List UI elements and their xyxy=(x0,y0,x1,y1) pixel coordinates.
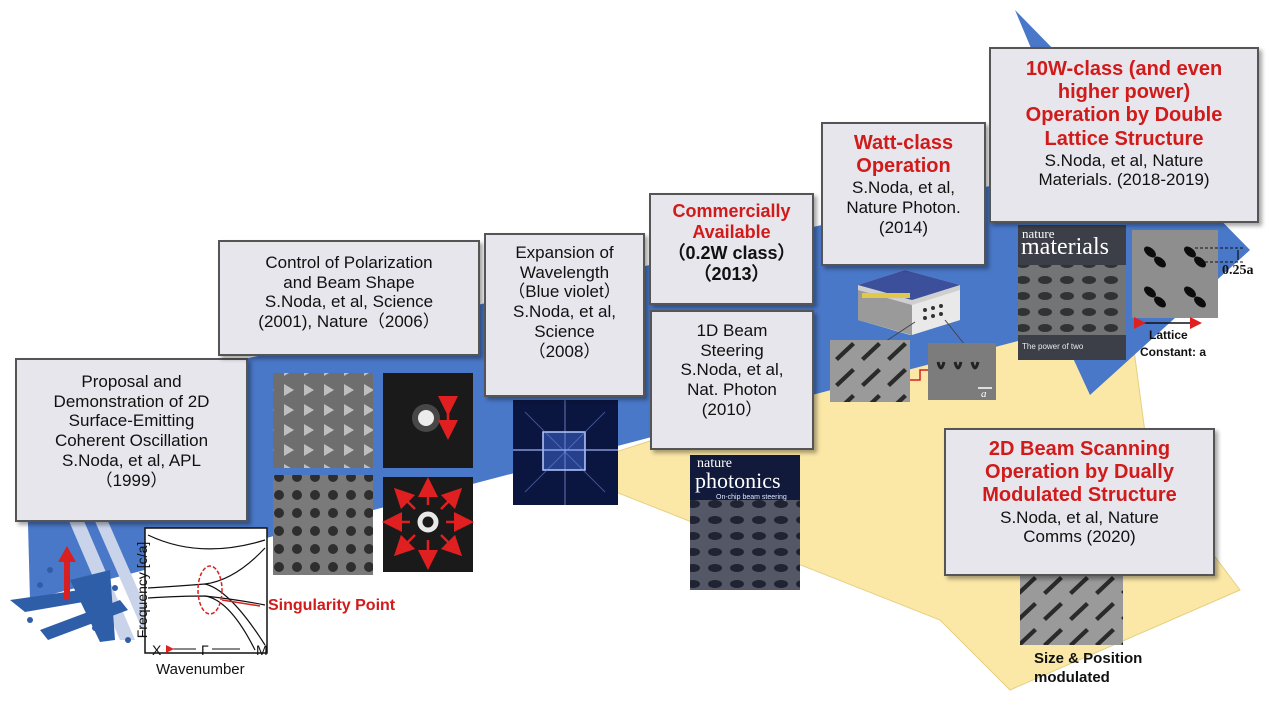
milestone-2008-line: Expansion of xyxy=(515,243,614,262)
milestone-2013-commercial: Commercially Available （0.2W class） （201… xyxy=(649,193,814,305)
modulated-structure-image xyxy=(1020,575,1123,645)
double-lattice-image xyxy=(1132,230,1245,318)
nature-photonics-cover xyxy=(690,455,800,590)
milestone-2014-line: (2014) xyxy=(878,217,929,237)
band-tick-gamma: Γ xyxy=(201,642,209,658)
crystal-axes-icon xyxy=(10,546,131,643)
donut-beam-image xyxy=(382,477,474,572)
watt-class-title-line: Operation xyxy=(856,155,951,178)
double-lattice-title-line: Lattice Structure xyxy=(1044,127,1204,150)
band-tick-m: M xyxy=(256,642,268,658)
sem-scale-mark: a xyxy=(981,388,987,400)
milestone-2001-line: Control of Polarization xyxy=(265,253,433,272)
watt-class-title-line: Watt-class xyxy=(853,132,954,154)
beam-scanning-title-line: 2D Beam Scanning xyxy=(988,438,1171,460)
milestone-2010-line: S.Noda, et al, xyxy=(680,360,784,380)
milestone-2008-line: （Blue violet） xyxy=(508,282,621,302)
photonics-cover-title: photonics xyxy=(695,468,781,493)
double-lattice-title-line: 10W-class (and even xyxy=(1025,58,1223,80)
commercial-title-line: Commercially xyxy=(672,201,791,221)
singularity-point-label: Singularity Point xyxy=(268,597,396,614)
sem-crosssection-image xyxy=(928,343,996,400)
beam-scanning-title-line: Operation by Dually xyxy=(985,461,1174,484)
milestone-2008-line: （2008） xyxy=(528,341,601,361)
device-schematic xyxy=(858,270,966,346)
milestone-2008-line: Science xyxy=(534,321,595,341)
beam-spot-image xyxy=(383,373,473,468)
milestone-2008: Expansion of Wavelength （Blue violet） S.… xyxy=(484,233,645,397)
milestone-1999-line: （1999） xyxy=(95,470,168,490)
milestone-2010-line: 1D Beam xyxy=(696,321,768,340)
band-xlabel: Wavenumber xyxy=(156,661,245,678)
milestone-2018-line: Materials. (2018-2019) xyxy=(1038,170,1210,190)
band-diagram xyxy=(144,527,268,654)
nature-materials-cover xyxy=(1018,225,1126,360)
band-tick-x: X xyxy=(152,642,162,658)
triangle-lattice-image xyxy=(273,373,373,468)
blue-violet-laser-image xyxy=(513,400,618,505)
double-lattice-title-line: higher power) xyxy=(1057,81,1191,104)
double-lattice-title-line: Operation by Double xyxy=(1025,104,1223,127)
lattice-constant-label-2: Constant: a xyxy=(1140,345,1206,359)
milestone-2018-line: S.Noda, et al, Nature xyxy=(1044,150,1204,170)
beam-scanning-title-line: Modulated Structure xyxy=(982,484,1177,507)
milestone-2008-line: S.Noda, et al, xyxy=(512,302,616,322)
photonics-cover-nature: nature xyxy=(697,456,732,471)
photonics-cover-caption: On-chip beam steering xyxy=(716,494,787,501)
milestone-2020-line: Comms (2020) xyxy=(1023,527,1136,547)
milestone-1999: Proposal and Demonstration of 2D Surface… xyxy=(15,358,248,522)
milestone-1999-line: Proposal and xyxy=(81,372,182,391)
sem-top-image xyxy=(830,340,910,402)
milestone-2010-line: (2010） xyxy=(701,399,763,419)
milestone-2018: 10W-class (and even higher power) Operat… xyxy=(989,47,1259,223)
band-ylabel: Frequency [c/a] xyxy=(134,541,150,639)
milestone-2001: Control of Polarization and Beam Shape S… xyxy=(218,240,480,356)
milestone-2020-line: S.Noda, et al, Nature xyxy=(1000,507,1159,527)
milestone-2008-line: Wavelength xyxy=(519,262,610,282)
commercial-title-line: Available xyxy=(692,221,771,242)
milestone-2010-line: Steering xyxy=(700,340,764,360)
milestone-2020: 2D Beam Scanning Operation by Dually Mod… xyxy=(944,428,1215,576)
milestone-1999-line: Demonstration of 2D xyxy=(53,391,210,411)
modulated-caption-1: Size & Position xyxy=(1034,650,1143,667)
milestone-2001-line: S.Noda, et al, Science xyxy=(264,292,434,312)
modulated-caption-2: modulated xyxy=(1034,669,1110,686)
materials-cover-title: materials xyxy=(1021,234,1109,260)
milestone-2010: 1D Beam Steering S.Noda, et al, Nat. Pho… xyxy=(650,310,814,450)
milestone-2014-line: S.Noda, et al, xyxy=(851,178,955,198)
milestone-2010-line: Nat. Photon xyxy=(687,380,777,400)
materials-cover-nature: nature xyxy=(1022,226,1055,241)
lattice-spacing-label: 0.25a xyxy=(1222,263,1254,278)
milestone-2001-line: (2001), Nature（2006） xyxy=(258,312,440,332)
milestone-2001-line: and Beam Shape xyxy=(283,272,415,292)
milestone-1999-line: S.Noda, et al, APL xyxy=(62,450,201,470)
commercial-class-line: （0.2W class） xyxy=(667,242,796,263)
milestone-1999-line: Coherent Oscillation xyxy=(54,431,209,451)
materials-cover-caption: The power of two xyxy=(1022,342,1084,351)
circle-lattice-image xyxy=(273,475,373,575)
lattice-constant-label-1: Lattice xyxy=(1149,328,1188,342)
milestone-1999-line: Surface-Emitting xyxy=(68,411,195,431)
milestone-2014: Watt-class Operation S.Noda, et al, Natu… xyxy=(821,122,986,266)
milestone-2014-line: Nature Photon. xyxy=(846,198,961,218)
commercial-year-line: （2013） xyxy=(693,263,770,284)
